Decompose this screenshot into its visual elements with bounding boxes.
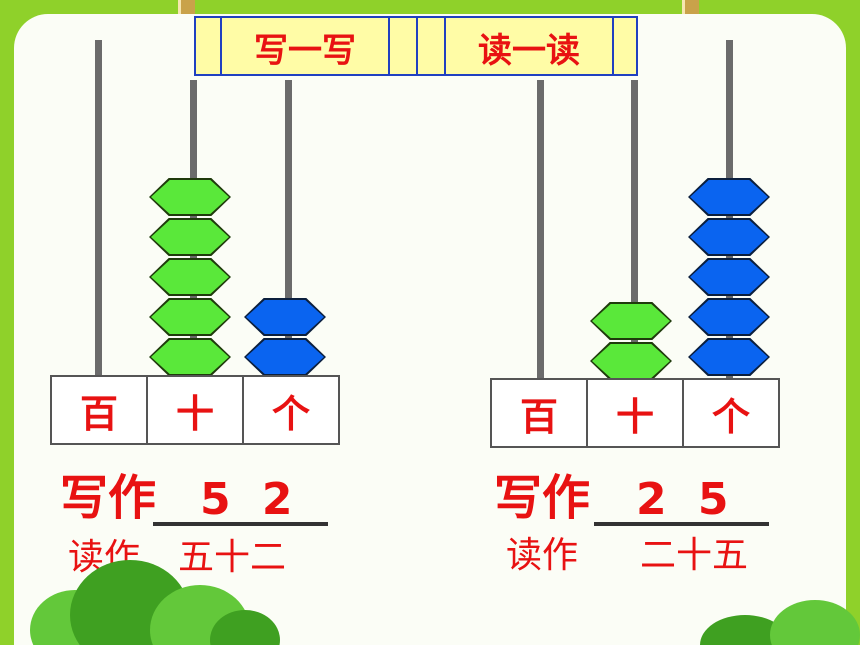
right-ones-bead <box>688 298 770 336</box>
right-tens-rod <box>631 80 638 380</box>
left-ones-label: 个 <box>271 391 310 436</box>
right-ones-bead <box>688 258 770 296</box>
left-read-value: 五十二 <box>178 537 287 578</box>
right-write-value: 2 5 <box>636 474 737 525</box>
right-tens-bead <box>590 302 672 340</box>
right-place-value-box: 百 十 个 <box>490 378 780 448</box>
banner-divider <box>220 18 222 74</box>
left-tens-bead <box>149 258 231 296</box>
left-write-underline <box>153 522 328 526</box>
title-banner: 写一写 读一读 <box>194 16 638 76</box>
right-ones-bead <box>688 218 770 256</box>
right-read-label: 读作 <box>506 535 579 576</box>
right-write-label: 写作 <box>494 470 591 526</box>
banner-divider <box>612 18 614 74</box>
right-tens-bead <box>590 342 672 380</box>
left-ones-rod <box>285 80 292 376</box>
write-title: 写一写 <box>254 30 356 71</box>
left-hundreds-label: 百 <box>52 377 148 443</box>
right-hundreds-label: 百 <box>492 380 588 446</box>
right-hundreds-rod <box>537 80 544 380</box>
left-tens-bead <box>149 218 231 256</box>
left-tens-bead <box>149 298 231 336</box>
right-ones-bead <box>688 178 770 216</box>
right-ones-bead <box>688 338 770 376</box>
read-title: 读一读 <box>478 30 580 71</box>
left-ones-bead <box>244 298 326 336</box>
left-tens-bead <box>149 178 231 216</box>
banner-divider <box>388 18 390 74</box>
left-ones-bead <box>244 338 326 376</box>
banner-divider <box>444 18 446 74</box>
left-tens-bead <box>149 338 231 376</box>
right-ones-label: 个 <box>711 394 750 439</box>
left-hundreds-rod <box>95 40 102 376</box>
banner-divider <box>416 18 418 74</box>
right-write-underline <box>594 522 769 526</box>
left-tens-label: 十 <box>148 377 244 443</box>
right-read-value: 二十五 <box>640 535 749 576</box>
left-write-value: 5 2 <box>200 474 301 525</box>
right-tens-label: 十 <box>588 380 684 446</box>
left-place-value-box: 百 十 个 <box>50 375 340 445</box>
left-write-label: 写作 <box>60 470 157 526</box>
